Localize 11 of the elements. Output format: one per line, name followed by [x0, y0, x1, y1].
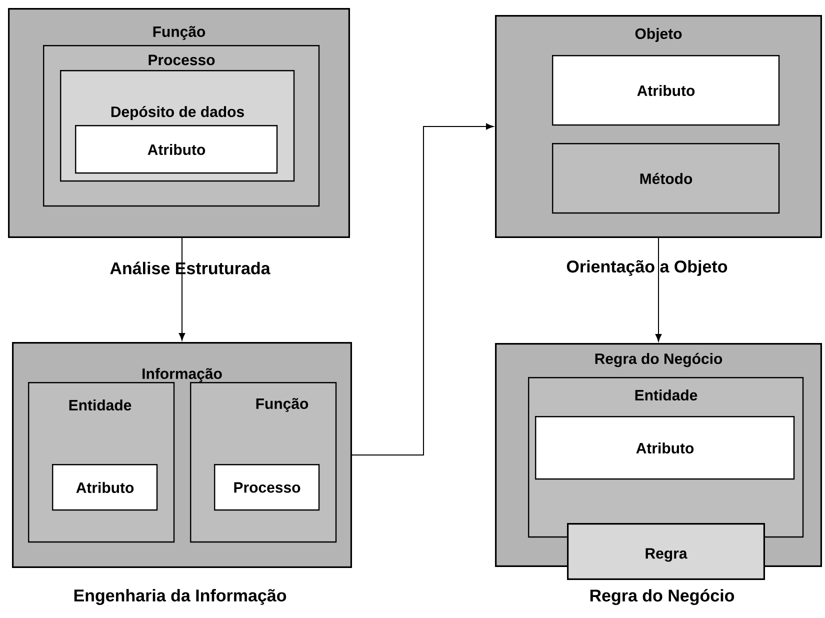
attribute-box: Atributo	[552, 55, 780, 126]
attribute-box: Atributo	[52, 464, 158, 511]
arrow	[655, 238, 662, 342]
attribute-box: Atributo	[75, 125, 278, 174]
arrow	[178, 238, 186, 340]
attribute-box: Processo	[214, 464, 320, 511]
arrow	[352, 123, 494, 456]
caption: Engenharia da Informação	[74, 589, 286, 605]
group-box: Método	[552, 143, 780, 214]
caption: Orientação a Objeto	[566, 260, 728, 276]
attribute-box: Atributo	[535, 416, 795, 480]
